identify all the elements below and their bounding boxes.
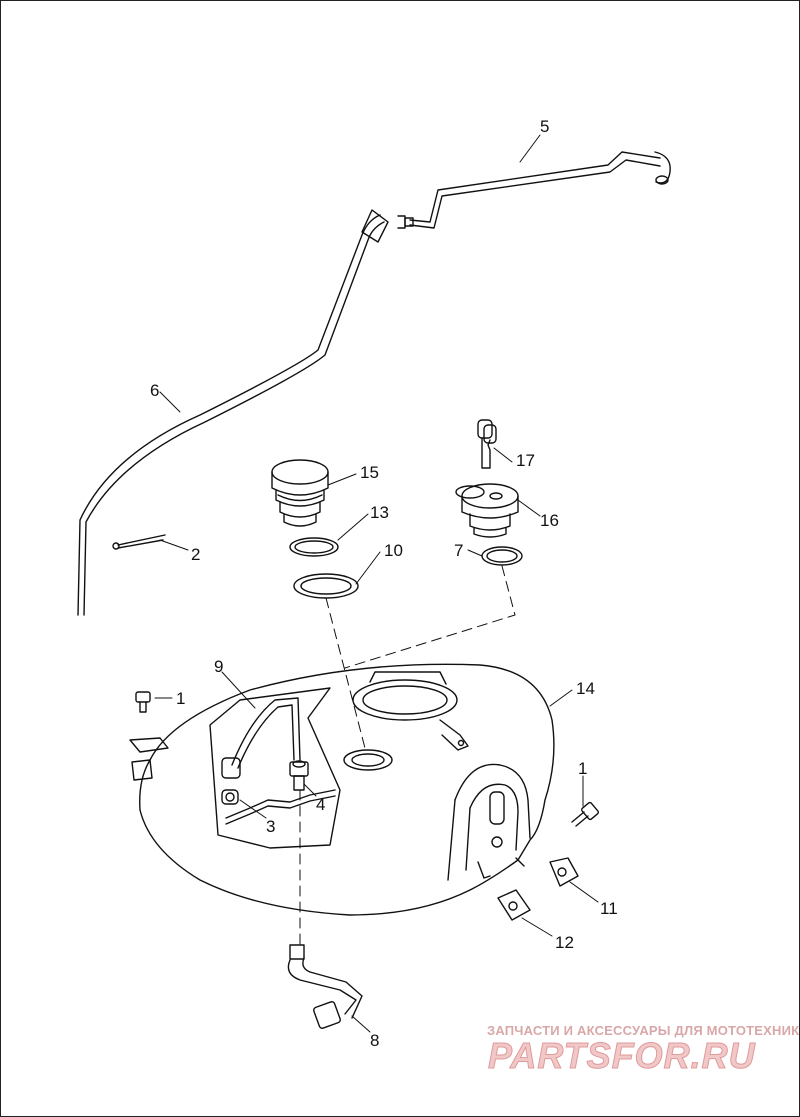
bracket-part-11 bbox=[549, 857, 579, 887]
callout-14: 14 bbox=[576, 679, 595, 698]
vent-hose-part-6 bbox=[77, 209, 389, 616]
callout-16: 16 bbox=[540, 511, 559, 530]
callout-leaders bbox=[154, 134, 599, 1033]
callout-11: 11 bbox=[600, 899, 618, 918]
fitting-part-4 bbox=[289, 760, 309, 791]
callout-17: 17 bbox=[516, 451, 535, 470]
callout-13: 13 bbox=[370, 503, 389, 522]
callout-6: 6 bbox=[150, 381, 159, 400]
callout-1-right: 1 bbox=[578, 759, 587, 778]
screw-part-1-left bbox=[135, 691, 151, 713]
watermark-tagline: ЗАПЧАСТИ И АКСЕССУАРЫ ДЛЯ МОТОТЕХНИКИ bbox=[487, 1023, 800, 1038]
screw-part-1-right bbox=[571, 801, 599, 827]
callout-10: 10 bbox=[384, 541, 403, 560]
callout-9: 9 bbox=[214, 657, 223, 676]
ring-part-7 bbox=[481, 546, 523, 566]
fuel-tank-part-14 bbox=[129, 663, 555, 916]
callout-15: 15 bbox=[360, 463, 379, 482]
watermark-logo: PARTSFOR.RU bbox=[488, 1035, 756, 1076]
fuel-line-part-9 bbox=[221, 697, 301, 779]
callout-3: 3 bbox=[266, 817, 275, 836]
callout-8: 8 bbox=[370, 1031, 379, 1050]
assembly-dash-lines bbox=[299, 565, 516, 946]
fitting-part-3 bbox=[221, 789, 239, 805]
locking-cap-part-16 bbox=[455, 483, 519, 538]
gasket-part-13 bbox=[289, 537, 339, 557]
callout-12: 12 bbox=[555, 933, 574, 952]
callout-5: 5 bbox=[540, 117, 549, 136]
keys-part-17 bbox=[477, 419, 497, 469]
callout-2: 2 bbox=[191, 545, 200, 564]
vent-tube-part-5 bbox=[397, 151, 671, 229]
fuel-line-part-8 bbox=[287, 944, 363, 1029]
fill-cap-part-15 bbox=[271, 459, 329, 527]
cotter-pin-part-2 bbox=[112, 534, 166, 550]
bracket-part-12 bbox=[497, 889, 531, 921]
callout-7: 7 bbox=[454, 541, 463, 560]
callout-1-left: 1 bbox=[176, 689, 185, 708]
callout-4: 4 bbox=[316, 795, 325, 814]
ring-part-10 bbox=[293, 573, 359, 599]
